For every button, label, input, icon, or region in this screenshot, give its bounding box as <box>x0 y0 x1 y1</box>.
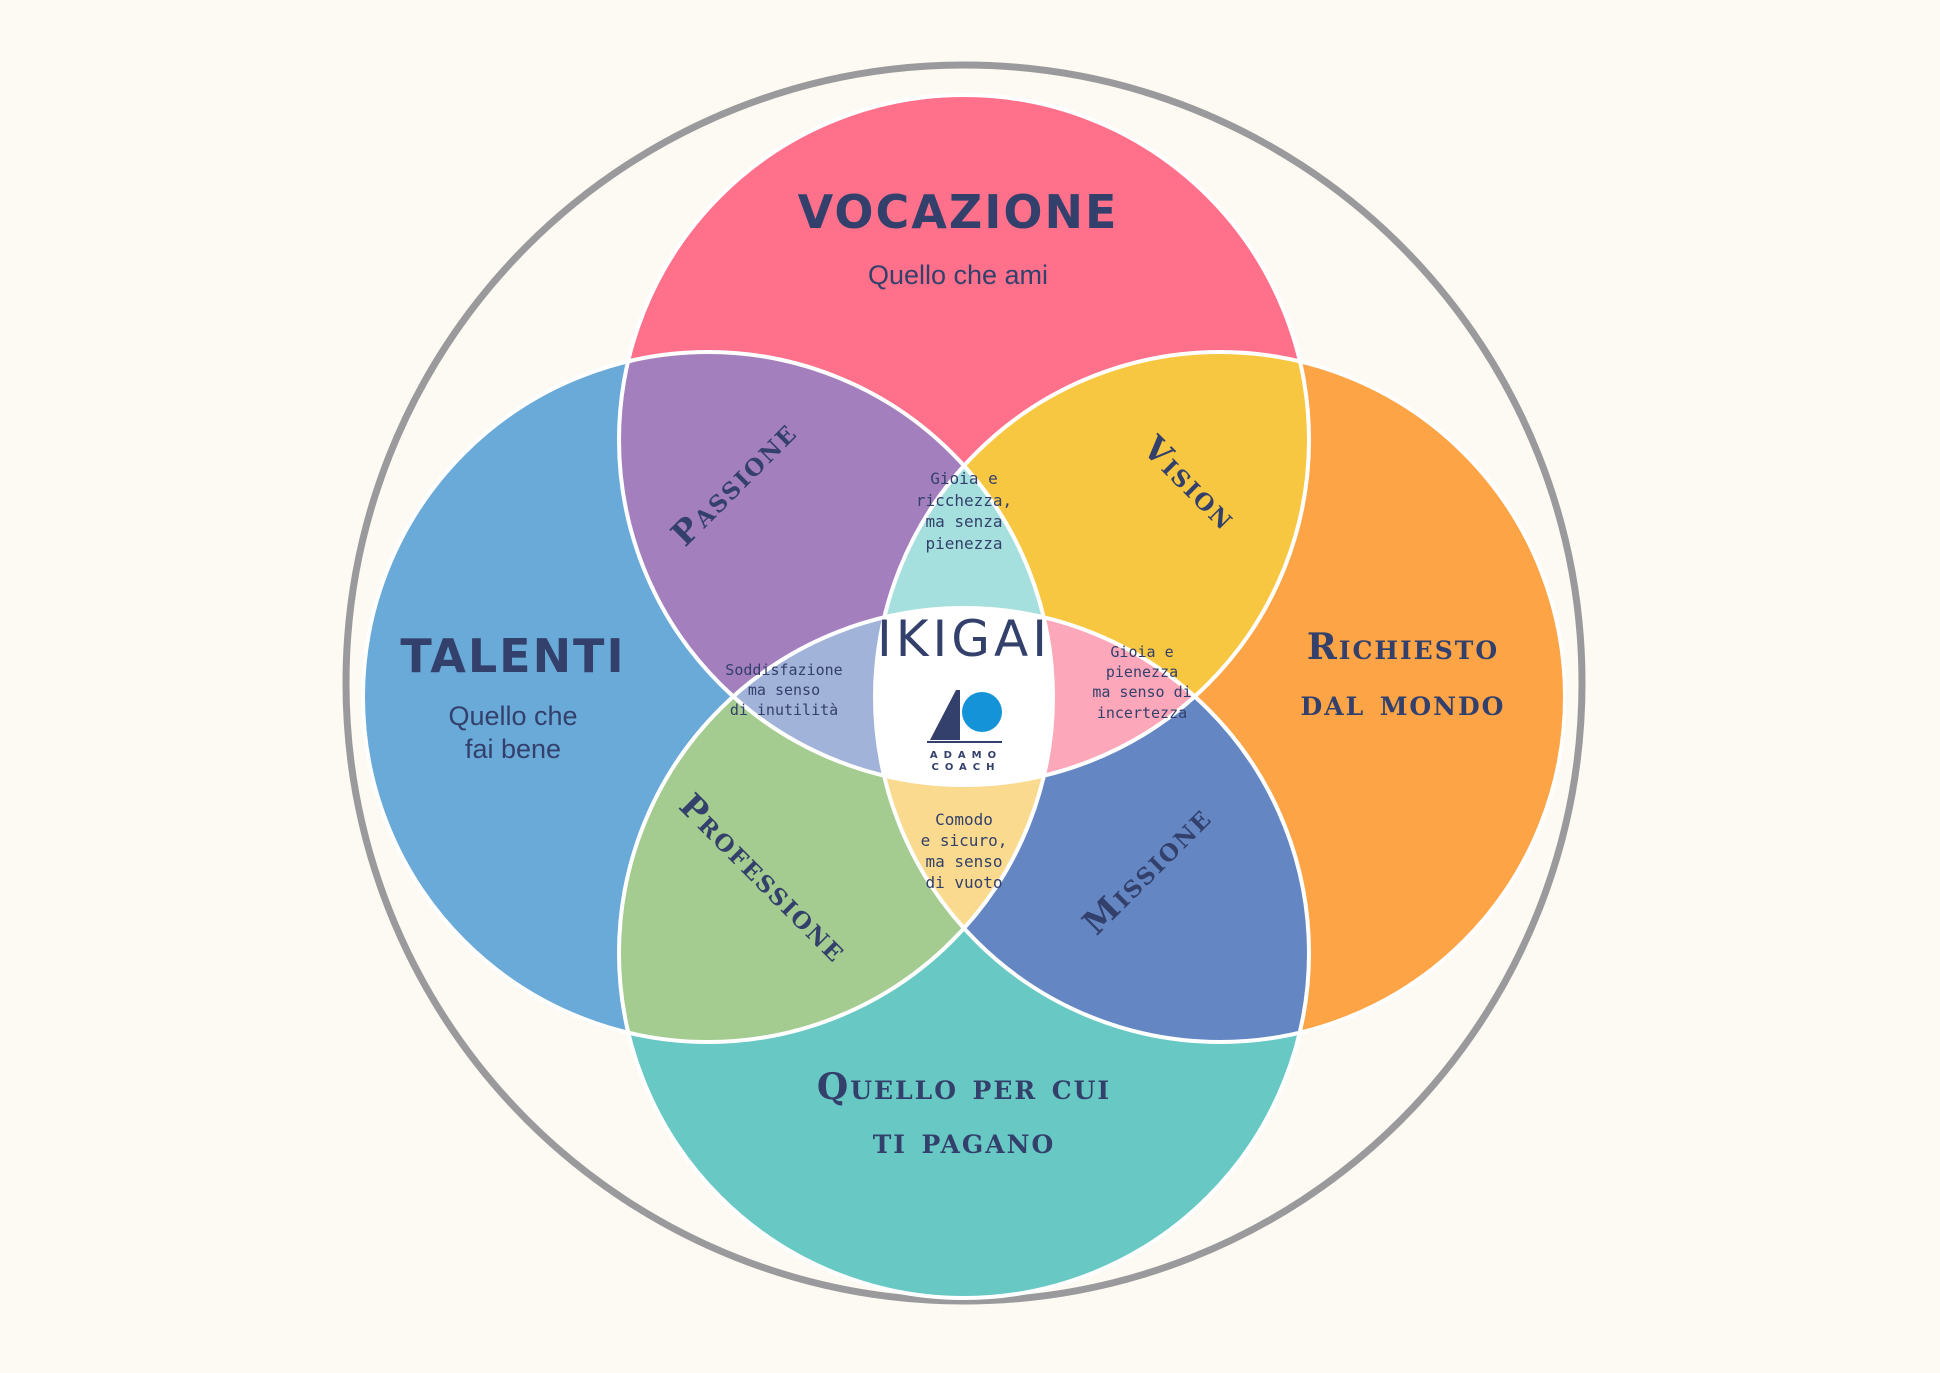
svg-text:ma senza: ma senza <box>925 512 1002 531</box>
svg-text:di inutilità: di inutilità <box>730 701 838 719</box>
svg-text:di vuoto: di vuoto <box>925 873 1002 892</box>
svg-text:pienezza: pienezza <box>925 534 1002 553</box>
svg-text:incertezza: incertezza <box>1097 704 1187 722</box>
vocazione-title: VOCAZIONE <box>798 185 1119 239</box>
svg-text:COACH: COACH <box>931 762 1000 773</box>
svg-text:ricchezza,: ricchezza, <box>916 491 1012 510</box>
quello-per-cui-line2: ti pagano <box>873 1120 1056 1162</box>
talenti-subtitle-line1: Quello che <box>448 701 577 731</box>
svg-text:Comodo: Comodo <box>935 810 993 829</box>
svg-text:pienezza: pienezza <box>1106 663 1178 681</box>
gioia-pienezza-text: Gioia e pienezza ma senso di incertezza <box>1092 643 1191 722</box>
talenti-title: TALENTI <box>400 629 625 683</box>
talenti-subtitle-line2: fai bene <box>465 734 561 764</box>
vocazione-subtitle: Quello che ami <box>868 260 1048 290</box>
svg-text:ma senso di: ma senso di <box>1092 683 1191 701</box>
svg-text:Gioia e: Gioia e <box>930 469 997 488</box>
svg-text:Soddisfazione: Soddisfazione <box>725 661 842 679</box>
adamo-coach-logo: ADAMO COACH <box>927 690 1002 773</box>
gioia-ricchezza-text: Gioia e ricchezza, ma senza pienezza <box>916 469 1012 553</box>
circle-outlines <box>361 93 1567 1300</box>
quello-per-cui-line1: Quello per cui <box>817 1066 1111 1108</box>
svg-text:ADAMO: ADAMO <box>930 750 1002 761</box>
comodo-text: Comodo e sicuro, ma senso di vuoto <box>921 810 1008 892</box>
ikigai-title: IKIGAI <box>877 610 1051 668</box>
svg-text:ma senso: ma senso <box>925 852 1002 871</box>
richiesto-title-line1: Richiesto <box>1307 626 1499 668</box>
richiesto-title-line2: dal mondo <box>1301 682 1506 724</box>
soddisfazione-text: Soddisfazione ma senso di inutilità <box>725 661 842 719</box>
outer-ring <box>342 61 1586 1305</box>
svg-text:e sicuro,: e sicuro, <box>921 831 1008 850</box>
svg-text:ma senso: ma senso <box>748 681 820 699</box>
svg-text:Gioia e: Gioia e <box>1110 643 1173 661</box>
